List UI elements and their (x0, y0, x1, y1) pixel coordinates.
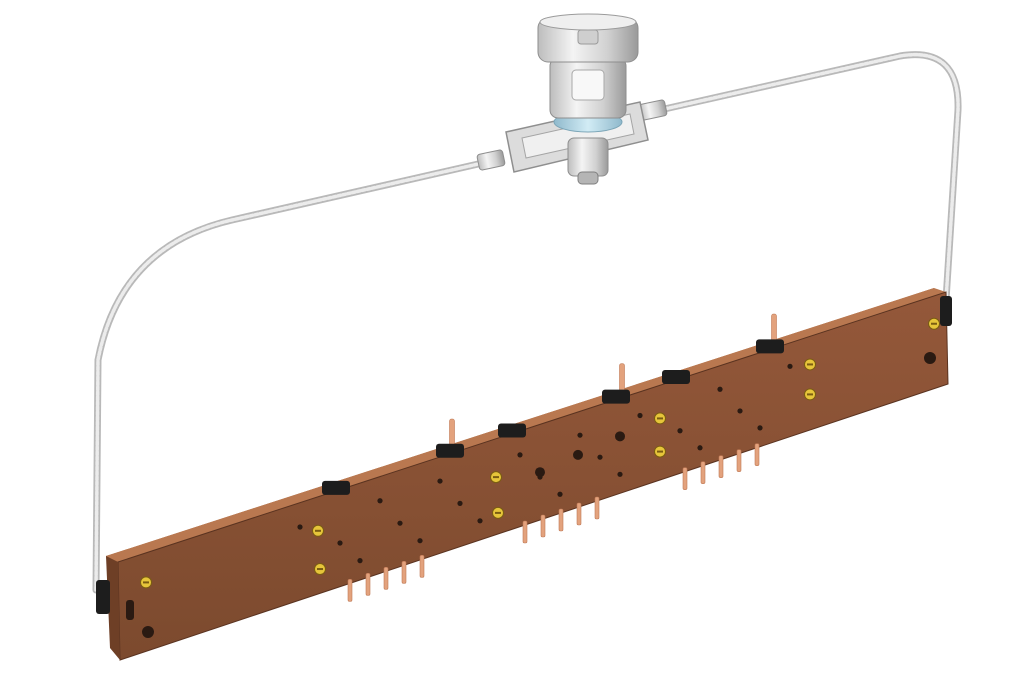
screw-slot (657, 450, 663, 453)
hole (477, 518, 483, 524)
clip-icon (756, 339, 784, 354)
pin-icon (347, 579, 353, 602)
hole (573, 449, 583, 460)
hole (297, 524, 303, 530)
hole (787, 363, 793, 369)
hole-right (924, 352, 936, 364)
valve-nozzle (567, 137, 609, 177)
valve-body-window (571, 69, 605, 101)
screw-slot (315, 529, 321, 532)
valve-icon (476, 13, 668, 185)
hole (697, 445, 703, 451)
pin-icon (700, 461, 706, 484)
pin-icon (383, 567, 389, 590)
clip-group (322, 339, 784, 495)
hole-left (142, 626, 154, 638)
hose-right-highlight (658, 53, 960, 302)
pin-icon (736, 449, 742, 472)
screw-slot (493, 476, 499, 479)
pin-icon (594, 496, 600, 520)
hole (377, 498, 383, 504)
pin-row-bottom (347, 443, 760, 602)
hole (337, 540, 343, 546)
pin-icon (419, 555, 425, 578)
hose-right (656, 51, 962, 304)
clip-icon (662, 370, 690, 385)
pin-icon (576, 502, 582, 526)
screw-slot (317, 568, 323, 571)
screw-slot (931, 322, 937, 325)
screw-slot (807, 393, 813, 396)
hole (437, 478, 443, 484)
screw-slot (143, 581, 149, 584)
board-top-edge (106, 288, 946, 562)
clip-icon (436, 443, 464, 458)
hole (637, 412, 643, 419)
clip-icon (602, 389, 630, 404)
pin-icon (754, 443, 760, 466)
hose-fitting-left (476, 149, 506, 171)
pin-icon (682, 467, 688, 490)
screw-slot (495, 511, 501, 514)
pin-icon (365, 573, 371, 596)
clip-icon (96, 580, 110, 614)
valve-nozzle-tip (577, 171, 599, 185)
board-icon (96, 288, 952, 661)
hose-left-highlight (94, 160, 489, 592)
hole (677, 428, 683, 434)
hole (357, 558, 363, 564)
hole (577, 432, 583, 438)
board-front-plate (117, 291, 949, 661)
hole (615, 431, 625, 442)
hole (597, 454, 603, 460)
hole (757, 425, 763, 431)
hole (517, 452, 523, 458)
hose-icon (92, 51, 962, 594)
hole (397, 520, 403, 526)
screw-group (140, 317, 940, 589)
pin-icon (522, 520, 528, 544)
pin-icon (558, 508, 564, 532)
valve-cap-notch (577, 29, 599, 45)
clip-icon (322, 480, 350, 495)
pin-icon (718, 455, 724, 478)
screw-slot (657, 417, 663, 420)
hole (737, 408, 743, 414)
hole (417, 538, 423, 544)
hole (717, 386, 723, 392)
hole-group (297, 363, 793, 564)
clip-icon (940, 296, 952, 326)
valve-cap-top (539, 13, 637, 31)
hole (557, 491, 563, 497)
clip-icon (498, 423, 526, 438)
hole (617, 471, 623, 477)
pin-icon (401, 561, 407, 584)
hole (535, 467, 545, 478)
hole (457, 500, 463, 506)
pin-icon (540, 514, 546, 538)
slot-left (126, 600, 134, 620)
screw-slot (807, 363, 813, 366)
